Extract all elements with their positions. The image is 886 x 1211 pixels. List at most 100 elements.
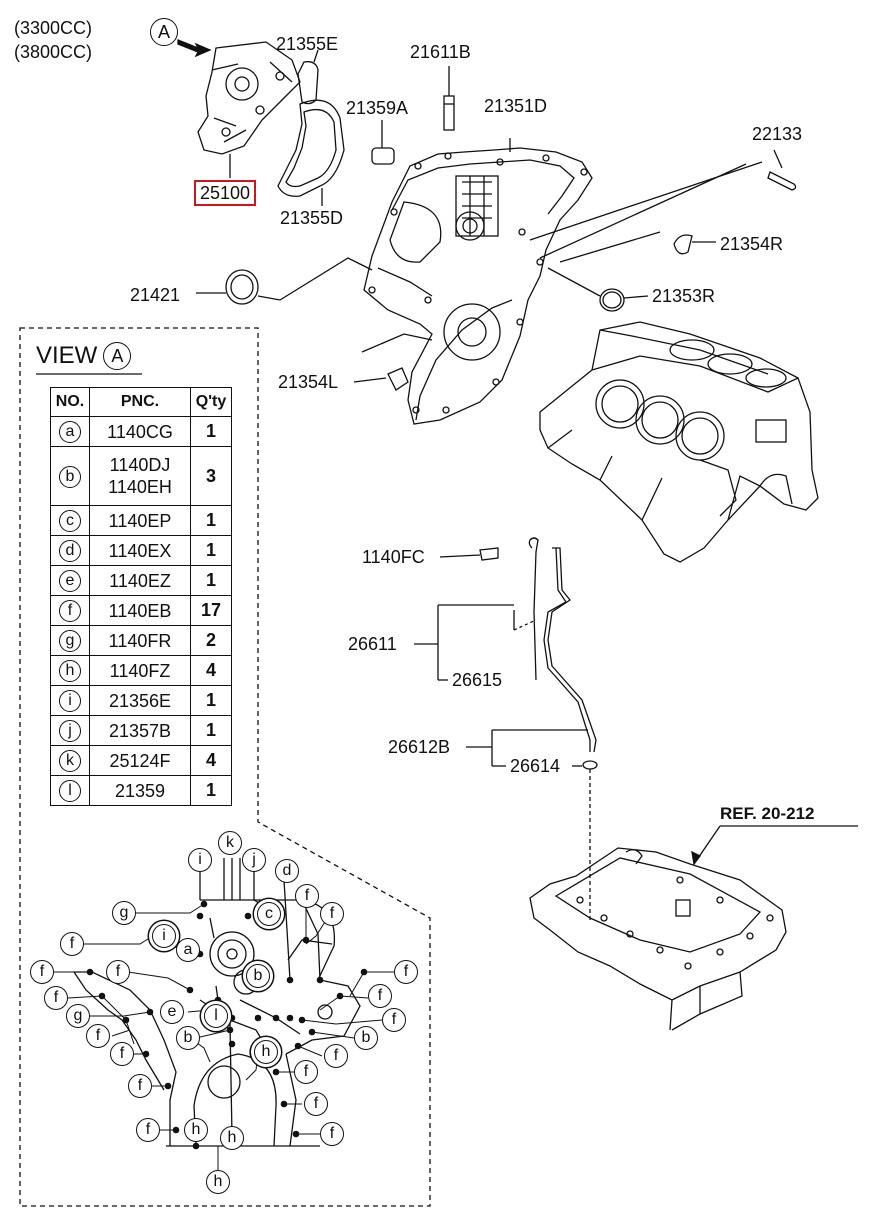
row-no-circle: b <box>59 465 81 488</box>
row-no-circle: d <box>59 540 81 562</box>
view-a-marker: A <box>150 18 178 46</box>
row-no-cell: e <box>50 565 90 596</box>
row-no-circle: g <box>59 630 81 652</box>
row-pnc-cell[interactable]: 21359 <box>89 775 191 806</box>
view-callout-j: j <box>242 848 266 872</box>
row-qty-cell: 2 <box>190 625 232 656</box>
view-title-text: VIEW <box>36 342 98 369</box>
part-label-22133[interactable]: 22133 <box>752 124 803 144</box>
view-callout-f: f <box>86 1024 110 1048</box>
view-callout-f: f <box>128 1074 152 1098</box>
oil-pan-drawing <box>529 847 787 1031</box>
view-callout-f: f <box>60 932 84 956</box>
view-callout-g: g <box>66 1004 90 1028</box>
row-no-circle: e <box>59 570 81 592</box>
part-label-21351D[interactable]: 21351D <box>484 96 548 116</box>
view-callout-i: i <box>152 924 176 948</box>
view-callout-h: h <box>220 1126 244 1150</box>
view-callout-g: g <box>112 901 136 925</box>
row-pnc-cell[interactable]: 1140CG <box>89 416 191 447</box>
row-pnc-cell[interactable]: 1140EB <box>89 595 191 626</box>
row-no-circle: f <box>59 600 81 622</box>
view-callout-f: f <box>30 960 54 984</box>
timing-cover-drawing <box>363 138 593 425</box>
row-pnc-cell[interactable]: 1140DJ 1140EH <box>89 446 191 506</box>
part-label-25100-highlighted[interactable]: 25100 <box>194 180 257 206</box>
row-pnc-cell[interactable]: 21356E <box>89 685 191 716</box>
part-label-26611[interactable]: 26611 <box>348 634 397 654</box>
row-pnc-cell[interactable]: 1140EX <box>89 535 191 566</box>
view-callout-f: f <box>106 960 130 984</box>
header-qty: Q'ty <box>190 387 232 417</box>
row-pnc-cell[interactable]: 1140FR <box>89 625 191 656</box>
row-qty-cell: 17 <box>190 595 232 626</box>
row-no-circle: c <box>59 510 81 532</box>
view-callout-b: b <box>246 964 270 988</box>
part-label-26614[interactable]: 26614 <box>510 756 561 776</box>
view-callout-a: a <box>176 938 200 962</box>
view-a-title: VIEW A <box>36 342 132 370</box>
part-label-21353R[interactable]: 21353R <box>652 286 716 306</box>
part-label-21355E[interactable]: 21355E <box>276 34 339 54</box>
row-qty-cell: 3 <box>190 446 232 506</box>
view-callout-h: h <box>254 1040 278 1064</box>
view-callout-f: f <box>324 1044 348 1068</box>
table-header-row: NO. PNC. Q'ty <box>50 387 232 417</box>
reference-label[interactable]: REF. 20-212 <box>720 804 815 823</box>
part-label-21354R[interactable]: 21354R <box>720 234 784 254</box>
view-callout-i: i <box>188 848 212 872</box>
row-qty-cell: 1 <box>190 505 232 536</box>
row-pnc-cell[interactable]: 1140EZ <box>89 565 191 596</box>
row-qty-cell: 1 <box>190 775 232 806</box>
row-qty-cell: 1 <box>190 535 232 566</box>
view-callout-h: h <box>184 1118 208 1142</box>
row-no-circle: i <box>59 690 81 712</box>
part-label-21421[interactable]: 21421 <box>130 285 181 305</box>
view-callout-k: k <box>218 831 242 855</box>
row-no-cell: i <box>50 685 90 716</box>
view-callout-f: f <box>320 1122 344 1146</box>
row-no-cell: g <box>50 625 90 656</box>
row-no-cell: a <box>50 416 90 447</box>
view-callout-f: f <box>394 960 418 984</box>
row-no-circle: l <box>59 780 81 802</box>
engine-variant-3300: (3300CC) <box>14 18 93 38</box>
view-callout-f: f <box>368 984 392 1008</box>
part-label-26615[interactable]: 26615 <box>452 670 503 690</box>
part-label-21355D[interactable]: 21355D <box>280 208 344 228</box>
part-label-26612B[interactable]: 26612B <box>388 737 451 757</box>
part-label-1140FC[interactable]: 1140FC <box>362 547 425 567</box>
view-callout-h: h <box>206 1170 230 1194</box>
part-label-21611B[interactable]: 21611B <box>410 42 471 62</box>
view-callout-d: d <box>275 859 299 883</box>
part-label-21359A[interactable]: 21359A <box>346 98 409 118</box>
row-no-cell: j <box>50 715 90 746</box>
part-label-21354L[interactable]: 21354L <box>278 372 339 392</box>
view-callout-f: f <box>304 1092 328 1116</box>
row-pnc-cell[interactable]: 1140FZ <box>89 655 191 686</box>
row-no-cell: d <box>50 535 90 566</box>
row-no-circle: j <box>59 720 81 742</box>
view-callout-b: b <box>354 1026 378 1050</box>
view-callout-e: e <box>160 1000 184 1024</box>
row-pnc-cell[interactable]: 25124F <box>89 745 191 776</box>
row-no-circle: h <box>59 660 81 682</box>
view-callout-f: f <box>110 1042 134 1066</box>
row-qty-cell: 1 <box>190 715 232 746</box>
row-pnc-cell[interactable]: 21357B <box>89 715 191 746</box>
engine-variant-3800: (3800CC) <box>14 42 93 62</box>
view-callout-f: f <box>136 1118 160 1142</box>
row-no-cell: f <box>50 595 90 626</box>
row-pnc-cell[interactable]: 1140EP <box>89 505 191 536</box>
